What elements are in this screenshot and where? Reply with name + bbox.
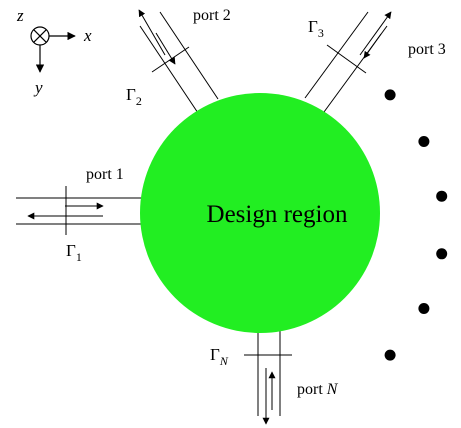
port-n-label-prefix: port (297, 381, 327, 398)
port-3-gamma-plane (326, 44, 367, 74)
z-axis-label: z (16, 6, 24, 25)
port-3-waveguide (304, 11, 392, 113)
z-cross-b (33, 29, 47, 43)
port-3-wall-left (304, 11, 369, 99)
port-3-incoming-arrow (363, 33, 382, 59)
y-axis-label: y (33, 78, 43, 97)
port-3-label: port 3 (408, 41, 446, 58)
port-2-gamma-plane (151, 46, 190, 73)
gamma-n-sub: N (219, 354, 229, 368)
design-region-circle (140, 93, 380, 333)
gamma-3-label: Γ3 (308, 17, 324, 40)
port-2-wall-upper (159, 11, 219, 100)
port-2-wall-lower (139, 25, 199, 114)
ellipsis-dots (384, 89, 448, 361)
port-2-label: port 2 (193, 7, 231, 24)
ellipsis-dot (418, 136, 430, 147)
coordinate-axes: z x y (16, 6, 92, 97)
ellipsis-dot (436, 190, 448, 202)
port-n-label: port N (297, 381, 339, 398)
x-axis-label: x (83, 26, 92, 45)
port-1-label: port 1 (86, 166, 124, 183)
port-1-waveguide (16, 186, 150, 235)
ellipsis-dot (436, 248, 448, 260)
port-n-label-var: N (326, 381, 339, 398)
port-n-waveguide (244, 330, 292, 425)
design-region-label: Design region (207, 201, 348, 228)
gamma-1-label: Γ1 (66, 241, 82, 264)
port-2-waveguide (138, 9, 219, 114)
gamma-3-base: Γ (308, 17, 318, 36)
ellipsis-dot (384, 89, 396, 101)
port-3-outgoing-arrow (359, 11, 392, 56)
gamma-n-base: Γ (210, 345, 220, 364)
ellipsis-dot (384, 349, 396, 361)
port-2-outgoing-arrow (138, 9, 166, 56)
ellipsis-dot (418, 303, 430, 314)
gamma-2-label: Γ2 (126, 85, 142, 108)
gamma-n-label: ΓN (210, 345, 229, 368)
gamma-3-sub: 3 (318, 26, 324, 40)
gamma-1-sub: 1 (76, 250, 82, 264)
gamma-2-base: Γ (126, 85, 136, 104)
gamma-2-sub: 2 (136, 94, 142, 108)
port-2-incoming-arrow (155, 32, 176, 65)
gamma-1-base: Γ (66, 241, 76, 260)
